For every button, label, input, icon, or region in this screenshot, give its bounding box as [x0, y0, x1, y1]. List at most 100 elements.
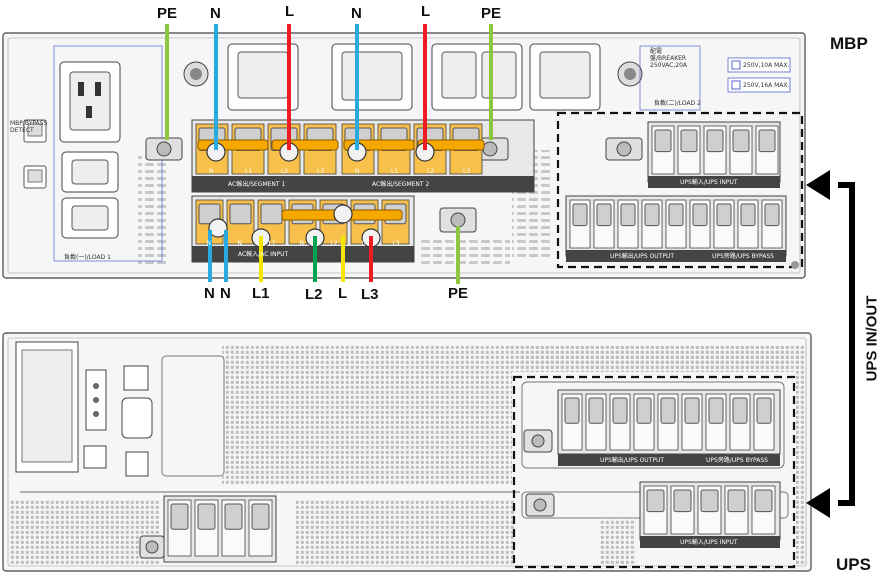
ups-input-screw — [673, 489, 692, 513]
ac-input-letter: N — [206, 240, 212, 247]
arrow-to-mbp — [806, 170, 830, 200]
mbp-ups-outbyp-letter: L1 — [721, 241, 729, 248]
ups-input-letter: L3 — [760, 527, 768, 534]
ups-outbyp-screw — [708, 397, 724, 424]
ups-input-text: UPS輸入/UPS INPUT — [680, 179, 738, 186]
ups-outbyp-letter: N — [593, 444, 598, 451]
mbp-ups-input-screw — [654, 129, 672, 153]
l3-label: L3 — [361, 286, 379, 303]
ups-outbyp-screw — [660, 397, 676, 424]
mbp-ups-outbyp-screw — [596, 203, 612, 227]
mbp-ups-outbyp-screw — [716, 203, 732, 227]
ups-in-out-connector — [838, 182, 855, 506]
ups-input-letter: L1 — [706, 527, 714, 534]
ups-bypass-bottom-text: UPS旁路/UPS BYPASS — [706, 457, 768, 464]
mbp-ups-input-screw — [680, 129, 698, 153]
ups-aux-screw — [224, 503, 243, 530]
segment1-letter: L1 — [245, 168, 253, 175]
ups-title: UPS — [836, 555, 871, 574]
ups-outbyp-letter: N — [689, 444, 694, 451]
mbp-ups-outbyp-letter: L3 — [769, 241, 777, 248]
ups-input-screw — [754, 489, 773, 513]
ups-terminals — [167, 393, 776, 557]
segment1-text: AC輸出/SEGMENT 1 — [228, 181, 286, 188]
mbp-ups-outbyp-letter: N — [697, 241, 702, 248]
ac-input-screw — [229, 203, 252, 225]
ups-outbyp-screw — [636, 397, 652, 424]
ups-outbyp-letter: L1 — [617, 444, 625, 451]
segment2-text: AC輸出/SEGMENT 2 — [372, 181, 430, 188]
ups-input-screw — [646, 489, 665, 513]
mbp-ups-input-letter: N — [686, 167, 691, 174]
ups-input-bottom-text: UPS輸入/UPS INPUT — [680, 539, 738, 546]
arrow-to-ups — [806, 488, 830, 518]
mbp-ups-outbyp-letter: L2 — [745, 241, 753, 248]
mbp-ups-outbyp-letter: L1 — [625, 241, 633, 248]
bus-bar — [417, 139, 485, 151]
bottom-wires — [208, 226, 460, 284]
mbp-ups-input-letter: L2 — [738, 167, 746, 174]
mbp-ups-input-letter: L1 — [712, 167, 720, 174]
mbp-terminals — [195, 123, 783, 249]
mbp-ups-outbyp-screw — [692, 203, 708, 227]
ups-input-letter: N — [652, 527, 658, 534]
mbp-ups-outbyp-screw — [740, 203, 756, 227]
segment2-letter: N — [355, 168, 360, 175]
ac-input-text: AC輸入/AC INPUT — [238, 251, 289, 258]
mbp-detect-text: MBP/BYPASS DETECT — [10, 120, 47, 134]
pe-label-left: PE — [157, 5, 178, 22]
load2-text: 負載(二)/LOAD 2 — [654, 100, 701, 107]
l-label-1: L — [285, 3, 295, 20]
ups-output-text: UPS輸出/UPS OUTPUT — [610, 253, 675, 260]
ups-input-letter: N — [679, 527, 685, 534]
mbp-ups-input-letter: N — [660, 167, 665, 174]
n-label-2: N — [351, 5, 362, 22]
ups-in-out-label: UPS IN/OUT — [863, 295, 880, 382]
segment1-letter: L2 — [281, 168, 289, 175]
l2-label: L2 — [305, 286, 323, 303]
rating-a-text: 250V,10A MAX. — [743, 62, 790, 69]
ups-outbyp-screw — [732, 397, 748, 424]
ac-input-letter: L2 — [330, 240, 338, 247]
load1-text: 負載(一)/LOAD 1 — [64, 254, 111, 261]
mbp-ups-outbyp-screw — [644, 203, 660, 227]
breaker-text: 配電盤/BREAKER 250VAC,20A — [650, 48, 688, 69]
mbp-ups-input-screw — [758, 129, 776, 153]
ups-aux-screw — [197, 503, 216, 530]
mbp-ups-outbyp-screw — [668, 203, 684, 227]
n-label-1: N — [210, 5, 221, 22]
segment2-letter: L2 — [427, 168, 435, 175]
top-wires — [165, 24, 493, 150]
mbp-ups-outbyp-screw — [620, 203, 636, 227]
ups-bypass-text: UPS旁路/UPS BYPASS — [712, 253, 774, 260]
mbp-ups-outbyp-letter: N — [601, 241, 606, 248]
mbp-ups-input-screw — [732, 129, 750, 153]
segment1-letter: L3 — [317, 168, 325, 175]
ups-outbyp-screw — [612, 397, 628, 424]
mbp-ups-outbyp-screw — [764, 203, 780, 227]
l1-label: L1 — [252, 285, 270, 302]
ups-outbyp-letter: L2 — [641, 444, 649, 451]
mbp-ups-input-screw — [706, 129, 724, 153]
pe-label-bottom: PE — [448, 285, 469, 302]
ups-outbyp-screw — [588, 397, 604, 424]
ups-outbyp-letter: L2 — [737, 444, 745, 451]
ups-input-letter: L2 — [733, 527, 741, 534]
ups-outbyp-screw — [756, 397, 772, 424]
ups-outbyp-letter: L3 — [761, 444, 769, 451]
rating-b-text: 250V,16A MAX. — [743, 82, 790, 89]
l-label-bottom: L — [338, 285, 348, 302]
segment2-letter: L1 — [391, 168, 399, 175]
ac-input-letter: N — [299, 240, 305, 247]
ac-input-screw — [260, 203, 283, 225]
ups-outbyp-screw — [564, 397, 580, 424]
ups-input-screw — [700, 489, 719, 513]
l-label-2: L — [421, 3, 431, 20]
mbp-ups-outbyp-letter: N — [577, 241, 582, 248]
ac-input-letter: L1 — [268, 240, 276, 247]
n-label-b: N — [220, 285, 231, 302]
mbp-ups-outbyp-letter: L2 — [649, 241, 657, 248]
cable-lug — [208, 218, 228, 238]
mbp-ups-outbyp-letter: L3 — [673, 241, 681, 248]
